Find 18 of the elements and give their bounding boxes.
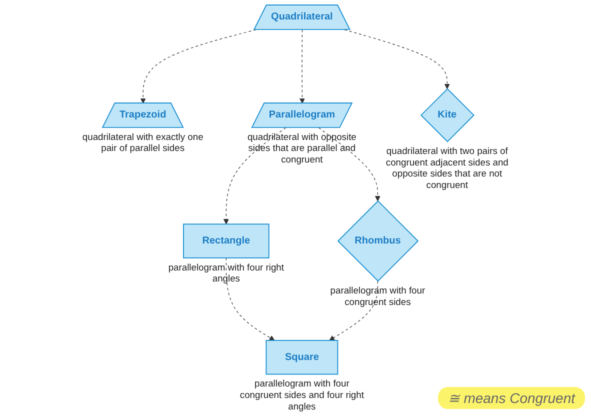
description-text: parallelogram with four right angles: [168, 262, 284, 284]
description-text: quadrilateral with opposite sides that are parallel and congruent: [247, 132, 356, 164]
arrow: [226, 258, 275, 341]
node-box: Rectangle: [183, 224, 270, 258]
node-diamond: Rhombus: [337, 200, 419, 282]
node-box: Square: [266, 340, 338, 375]
description-text: quadrilateral with exactly one pair of parallel sides: [82, 132, 204, 154]
arrow: [140, 29, 256, 104]
handwritten-note: ≅ means Congruent: [438, 387, 585, 409]
arrow: [318, 127, 380, 202]
description-text: parallelogram with four congruent sides: [330, 286, 426, 307]
arrow: [223, 127, 286, 224]
arrow: [344, 29, 450, 90]
description-text: quadrilateral with two pairs of congruent adjacent sides and opposite sides that are not congruent: [386, 146, 508, 190]
arrow: [299, 29, 305, 104]
arrow: [329, 280, 378, 341]
description-text: parallelogram with four congruent sides and four right angles: [240, 378, 364, 412]
node-diamond: Kite: [420, 88, 474, 142]
